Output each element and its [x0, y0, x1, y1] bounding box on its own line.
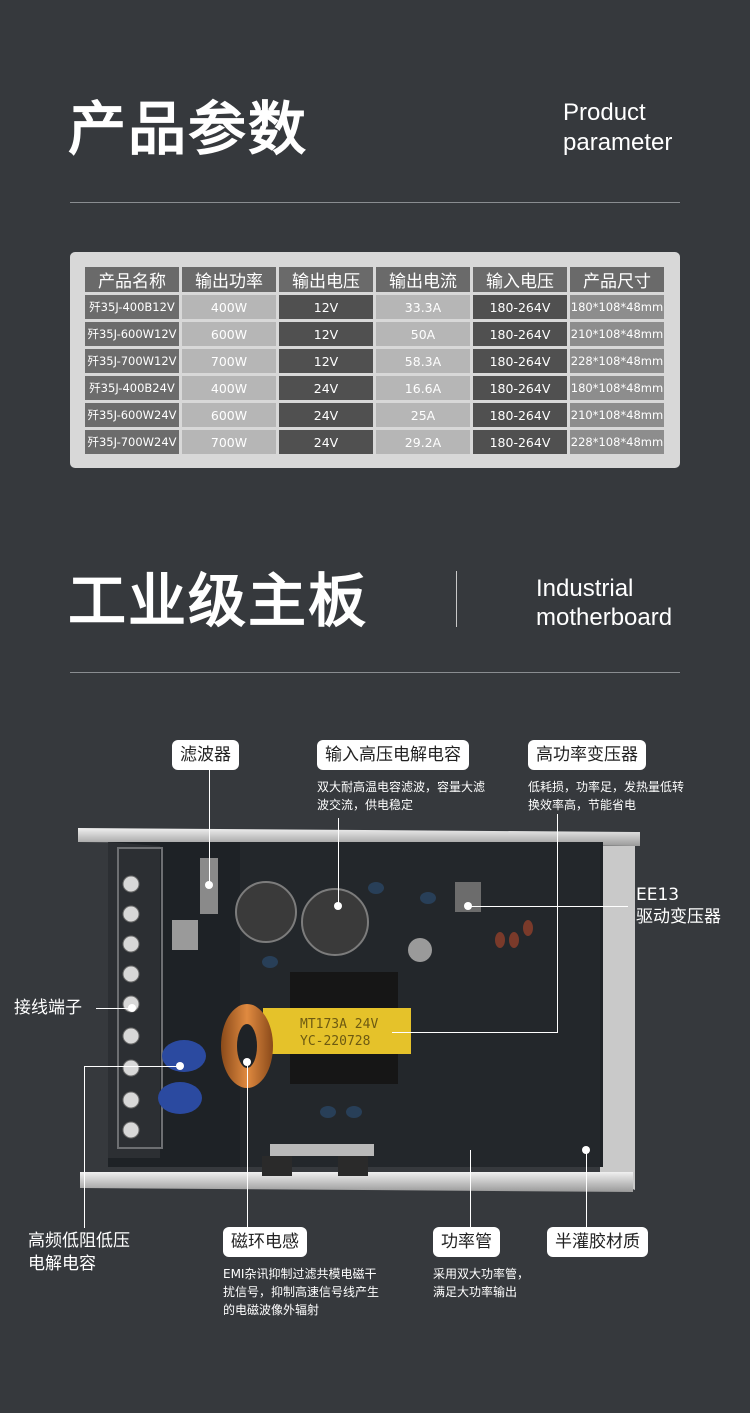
callout-line	[586, 1150, 587, 1228]
table-cell: 12V	[279, 295, 373, 319]
table-cell: 歼35J-400B12V	[85, 295, 179, 319]
table-cell: 180-264V	[473, 376, 567, 400]
table-cell: 24V	[279, 403, 373, 427]
table-cell: 180-264V	[473, 430, 567, 454]
column-header: 产品名称	[85, 267, 179, 292]
callout-line	[392, 1032, 558, 1033]
callout-dot	[243, 1058, 251, 1066]
table-row: 歼35J-400B12V 400W 12V 33.3A 180-264V 180…	[85, 295, 664, 319]
table-cell: 12V	[279, 322, 373, 346]
column-header: 产品尺寸	[570, 267, 664, 292]
callout-transformer-note: 低耗损，功率足，发热量低转换效率高，节能省电	[528, 780, 685, 812]
callout-dot	[205, 881, 213, 889]
section-subtitle-en-line1: Industrial	[536, 575, 634, 602]
table-cell: 歼35J-400B24V	[85, 376, 179, 400]
transformer-label: MT173A 24V	[300, 1017, 378, 1032]
callout-dot	[176, 1062, 184, 1070]
callout-dot	[582, 1146, 590, 1154]
callout-line	[470, 1150, 471, 1228]
callout-line	[247, 1062, 248, 1228]
callout-line	[557, 814, 558, 1032]
column-header: 输入电压	[473, 267, 567, 292]
table-cell: 700W	[182, 349, 276, 373]
table-header-row: 产品名称 输出功率 输出电压 输出电流 输入电压 产品尺寸	[85, 267, 664, 292]
column-header: 输出电压	[279, 267, 373, 292]
callout-line	[209, 770, 210, 885]
table-cell: 58.3A	[376, 349, 470, 373]
table-cell: 180-264V	[473, 322, 567, 346]
callout-potting: 半灌胶材质	[547, 1227, 648, 1257]
callout-line	[84, 1066, 85, 1228]
table-cell: 24V	[279, 376, 373, 400]
callout-filter: 滤波器	[172, 740, 239, 770]
table-cell: 180-264V	[473, 295, 567, 319]
callout-power-tube: 功率管	[433, 1227, 500, 1257]
table-cell: 歼35J-600W12V	[85, 322, 179, 346]
table-cell: 600W	[182, 403, 276, 427]
callout-line	[96, 1008, 132, 1009]
table-cell: 228*108*48mm	[570, 349, 664, 373]
section-subtitle-en-line1: Product	[563, 99, 646, 126]
table-cell: 33.3A	[376, 295, 470, 319]
callout-line	[468, 906, 628, 907]
table-cell: 210*108*48mm	[570, 322, 664, 346]
vertical-divider	[456, 571, 457, 627]
callout-capacitor: 输入高压电解电容	[317, 740, 469, 770]
table-cell: 12V	[279, 349, 373, 373]
motherboard-image: MT173A 24V YC-220728	[78, 828, 640, 1192]
table-cell: 700W	[182, 430, 276, 454]
table-row: 歼35J-400B24V 400W 24V 16.6A 180-264V 180…	[85, 376, 664, 400]
table-cell: 210*108*48mm	[570, 403, 664, 427]
column-header: 输出电流	[376, 267, 470, 292]
transformer-label: YC-220728	[300, 1034, 370, 1049]
table-cell: 180-264V	[473, 403, 567, 427]
callout-line	[84, 1066, 180, 1067]
table-cell: 50A	[376, 322, 470, 346]
table-cell: 歼35J-600W24V	[85, 403, 179, 427]
table-row: 歼35J-700W12V 700W 12V 58.3A 180-264V 228…	[85, 349, 664, 373]
section-title-product-parameter: 产品参数	[68, 95, 309, 163]
callout-ee13-line2: 驱动变压器	[636, 907, 721, 927]
table-row: 歼35J-600W24V 600W 24V 25A 180-264V 210*1…	[85, 403, 664, 427]
callout-transformer: 高功率变压器	[528, 740, 646, 770]
table-cell: 180*108*48mm	[570, 376, 664, 400]
table-cell: 180-264V	[473, 349, 567, 373]
callout-inductor-note: EMI杂讯抑制过滤共模电磁干扰信号，抑制高速信号线产生的电磁波像外辐射	[223, 1267, 380, 1317]
callout-lowres-cap-line1: 高频低阻低压	[28, 1231, 130, 1251]
table-cell: 16.6A	[376, 376, 470, 400]
section-subtitle-en-line2: parameter	[563, 129, 673, 156]
callout-dot	[128, 1004, 136, 1012]
column-header: 输出功率	[182, 267, 276, 292]
section-title-industrial-motherboard: 工业级主板	[68, 567, 369, 635]
divider	[70, 672, 680, 673]
table-cell: 29.2A	[376, 430, 470, 454]
callout-lowres-cap-line2: 电解电容	[28, 1254, 96, 1274]
callout-capacitor-note: 双大耐高温电容滤波，容量大滤波交流，供电稳定	[317, 780, 486, 812]
table-cell: 600W	[182, 322, 276, 346]
callout-dot	[464, 902, 472, 910]
callout-line	[338, 818, 339, 906]
table-cell: 24V	[279, 430, 373, 454]
table-cell: 180*108*48mm	[570, 295, 664, 319]
callout-terminal: 接线端子	[14, 998, 82, 1018]
table-cell: 25A	[376, 403, 470, 427]
table-cell: 歼35J-700W12V	[85, 349, 179, 373]
table-row: 歼35J-600W12V 600W 12V 50A 180-264V 210*1…	[85, 322, 664, 346]
callout-power-tube-note: 采用双大功率管，满足大功率输出	[433, 1267, 530, 1299]
table-cell: 228*108*48mm	[570, 430, 664, 454]
callout-inductor: 磁环电感	[223, 1227, 307, 1257]
table-cell: 400W	[182, 376, 276, 400]
section-subtitle-en-line2: motherboard	[536, 604, 673, 631]
table-cell: 歼35J-700W24V	[85, 430, 179, 454]
spec-table: 产品名称 输出功率 输出电压 输出电流 输入电压 产品尺寸 歼35J-400B1…	[82, 264, 667, 457]
table-cell: 400W	[182, 295, 276, 319]
table-row: 歼35J-700W24V 700W 24V 29.2A 180-264V 228…	[85, 430, 664, 454]
callout-ee13-line1: EE13	[636, 885, 680, 905]
divider	[70, 202, 680, 203]
callout-dot	[334, 902, 342, 910]
